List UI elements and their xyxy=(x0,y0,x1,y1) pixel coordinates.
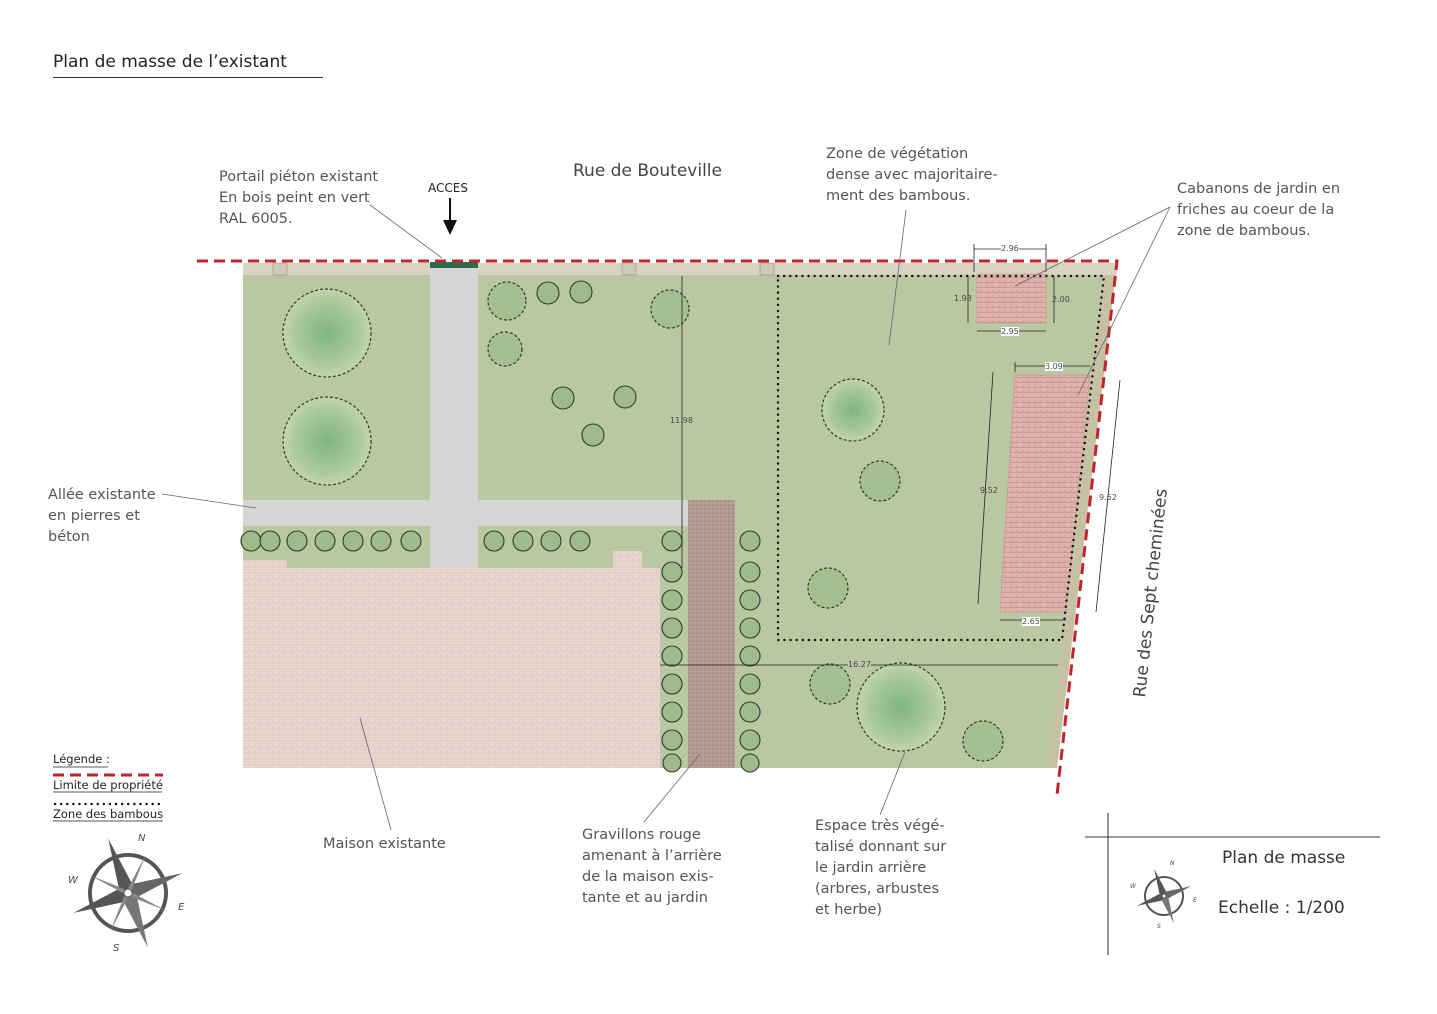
dim-label: 2.95 xyxy=(1001,327,1019,336)
wall-pillar xyxy=(621,262,637,276)
medium-trees xyxy=(487,281,1004,762)
annotation-maison: Maison existante xyxy=(323,836,446,852)
tree xyxy=(821,378,885,442)
house-roof xyxy=(243,551,660,768)
compass-n: N xyxy=(138,833,146,844)
tree xyxy=(859,460,901,502)
small-shrubs xyxy=(536,280,637,447)
tree xyxy=(282,396,372,486)
tree xyxy=(282,288,372,378)
access-label: ACCES xyxy=(428,181,468,195)
dim-label: 1.98 xyxy=(954,294,972,303)
compass-s: S xyxy=(113,943,120,954)
pedestrian-gate xyxy=(430,262,478,268)
hedge-row-left xyxy=(661,561,683,773)
compass-small-s: S xyxy=(1157,923,1161,930)
shrub xyxy=(536,281,560,305)
compass-small-e: E xyxy=(1193,897,1197,904)
compass-rose-small xyxy=(1136,868,1192,924)
tree xyxy=(807,567,849,609)
compass-w: W xyxy=(68,875,78,886)
tree xyxy=(809,663,851,705)
dim-label: 3.09 xyxy=(1045,362,1063,371)
hedge-row-top xyxy=(240,530,761,552)
cartouche-scale: Echelle : 1/200 xyxy=(1218,898,1345,918)
tree xyxy=(962,720,1004,762)
dim-label: 11.98 xyxy=(670,416,693,425)
compass-small-w: W xyxy=(1130,883,1136,890)
title-underline xyxy=(53,77,323,78)
tree xyxy=(487,281,527,321)
dim-label: 2.65 xyxy=(1022,617,1040,626)
cartouche-title: Plan de masse xyxy=(1222,848,1346,868)
page-title: Plan de masse de l’existant xyxy=(53,52,287,72)
tree xyxy=(487,331,523,367)
tree xyxy=(650,289,690,329)
shrub xyxy=(581,423,605,447)
shed-small xyxy=(976,273,1047,324)
wall-pillar xyxy=(272,262,288,276)
dim-label: 2.96 xyxy=(1001,244,1019,253)
shrub xyxy=(551,386,575,410)
compass-e: E xyxy=(178,902,185,913)
boundary-wall xyxy=(243,263,1117,275)
compass-rose xyxy=(73,838,183,948)
large-trees xyxy=(282,288,946,752)
property-limit xyxy=(197,259,1119,796)
dimension-lines xyxy=(660,244,1121,666)
tree xyxy=(856,662,946,752)
bamboo-zone xyxy=(776,274,1106,642)
compass-small-n: N xyxy=(1170,860,1175,867)
wall-pillar xyxy=(759,262,775,276)
legend-heading: Légende : xyxy=(53,752,110,766)
legend-bamboo-label: Zone des bambous xyxy=(53,807,164,821)
hedge-row-right xyxy=(739,561,761,773)
shrub xyxy=(613,385,637,409)
legend-property-label: Limite de propriété xyxy=(53,778,163,792)
dim-label: 9.52 xyxy=(980,486,998,495)
access-arrow-head xyxy=(443,220,457,235)
dim-label: 16.27 xyxy=(848,660,871,669)
lawn-edge xyxy=(1048,263,1117,768)
dim-label: 2.00 xyxy=(1052,295,1070,304)
street-north: Rue de Bouteville xyxy=(573,161,722,181)
gravel-path xyxy=(688,500,735,768)
leader-lines xyxy=(161,204,1171,831)
cross-path xyxy=(243,500,735,526)
dim-label: 9.62 xyxy=(1099,493,1117,502)
shrub xyxy=(569,280,593,304)
